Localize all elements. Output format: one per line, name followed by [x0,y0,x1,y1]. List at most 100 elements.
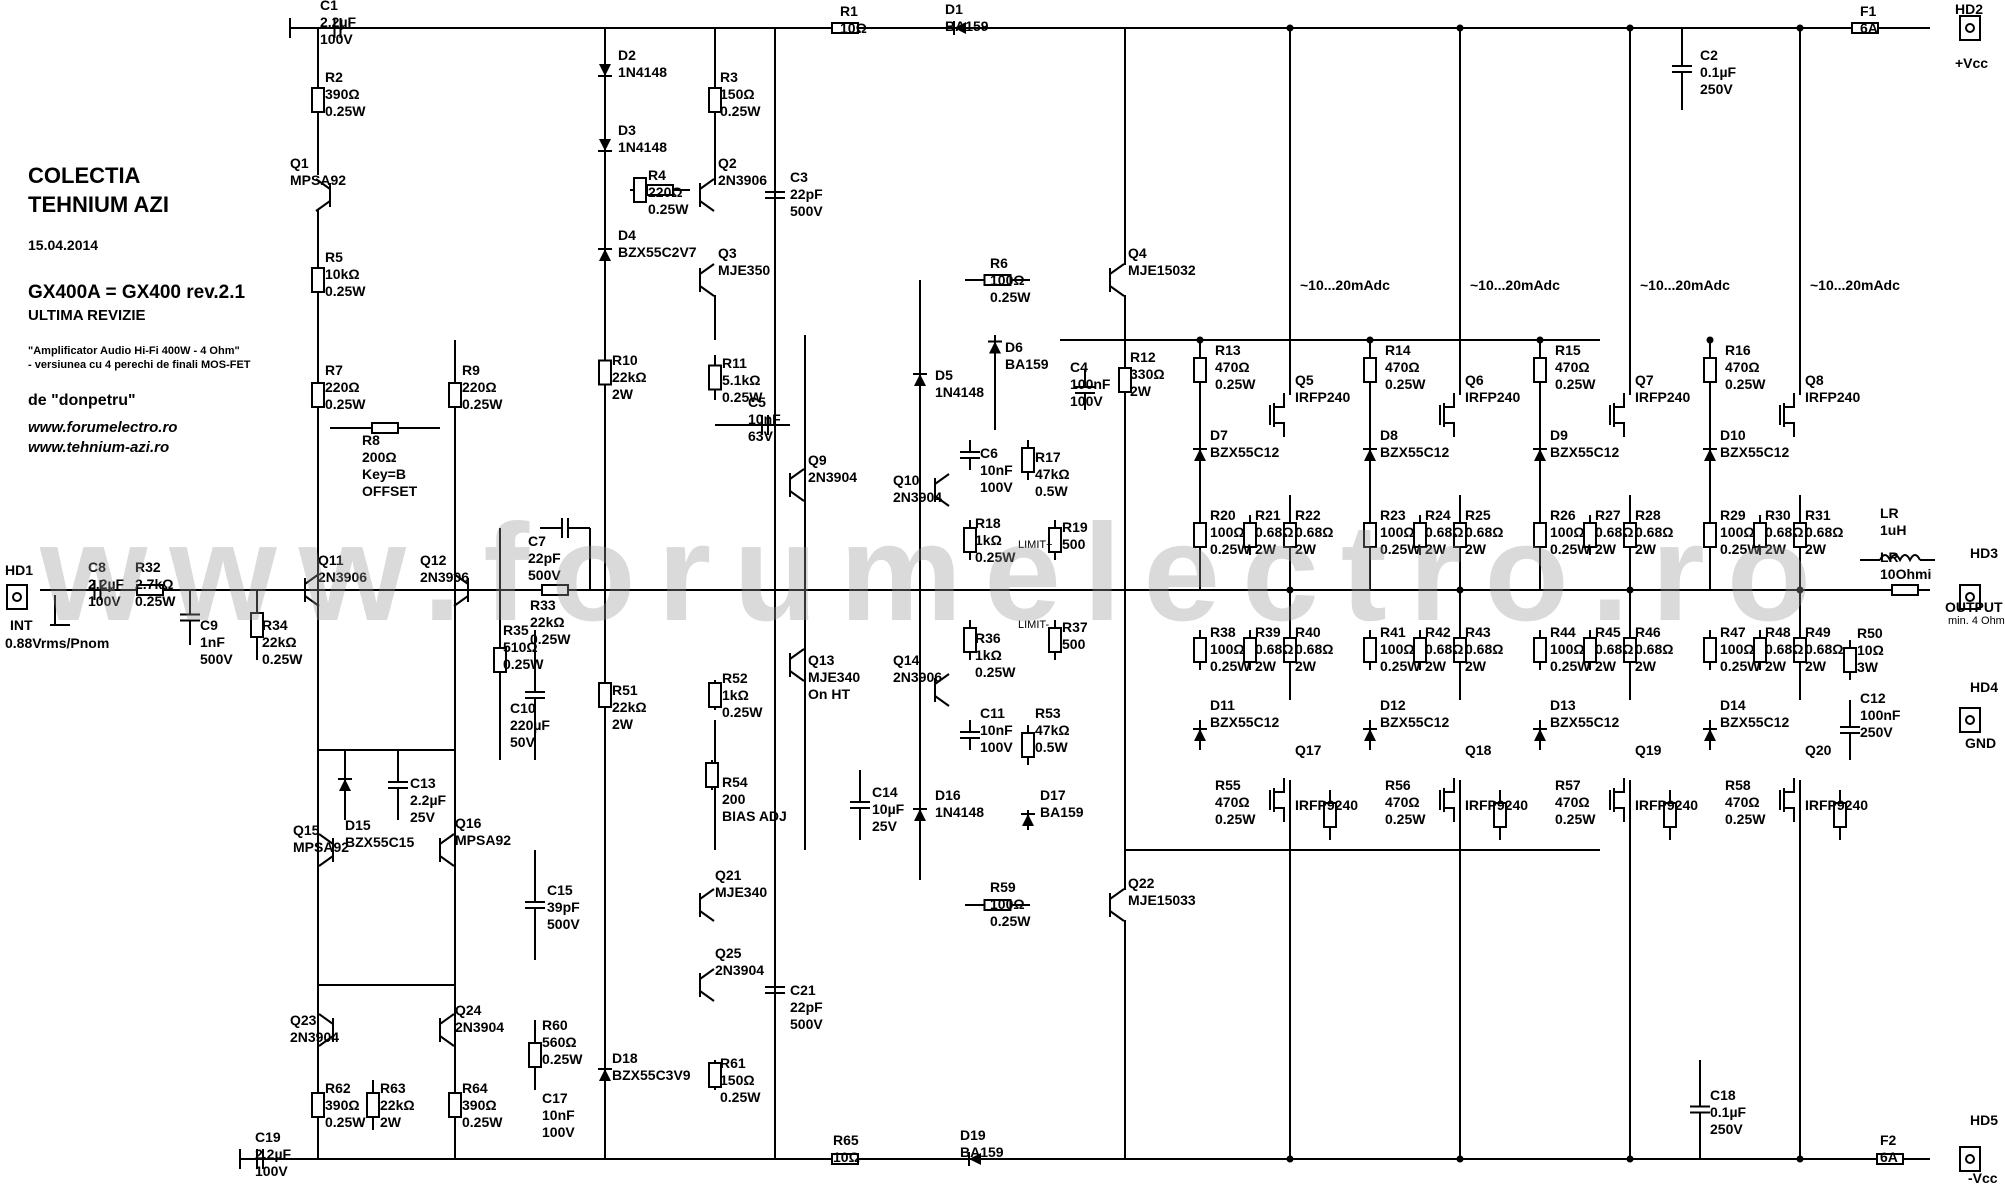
source-resistor-bottom-label: 2W [1255,658,1277,674]
gate-resistor-top-label: 0.25W [1725,376,1766,392]
zener-bottom-label: D13 [1550,697,1576,713]
resistor-body [963,627,977,653]
resistor-body [1193,637,1207,663]
r53-label: 47kΩ [1035,722,1070,738]
r63-label: 22kΩ [380,1097,415,1113]
r1-label: 10Ω [840,20,867,36]
hd3-note: min. 4 Ohm [1948,615,2005,627]
junction-dot [1536,336,1544,344]
c8-label: 2.2µF [88,576,125,592]
source-resistor-top-label: 0.68Ω [1805,524,1843,540]
resistor-body [1363,637,1377,663]
r51-label: 2W [612,716,634,732]
wire [1274,778,1285,793]
gate-source-resistor-bottom-label: 100Ω [1210,641,1245,657]
resistor-body [1363,522,1377,548]
gate-resistor-top-label: 470Ω [1385,359,1420,375]
r5-label: R5 [325,249,343,265]
revision-note: ULTIMA REVIZIE [28,307,146,324]
r17-label: 0.5W [1035,483,1068,499]
d16-label: 1N4148 [935,804,984,820]
c15-label: 39pF [547,899,580,915]
resistor-body [646,184,674,196]
gate-source-resistor-bottom-label: 0.25W [1720,658,1761,674]
r36-label: 0.25W [975,664,1016,680]
d15-label: D15 [345,817,371,833]
r64-label: 0.25W [462,1114,503,1130]
r61-label: 150Ω [720,1072,755,1088]
r19-label: 500 [1062,536,1086,552]
r65-label: 10Ω [833,1149,860,1165]
r50-label: 3W [1857,659,1879,675]
r9-label: R9 [462,362,480,378]
resistor-body [963,527,977,553]
wire [1444,807,1455,822]
hd1-level: 0.88Vrms/Pnom [5,635,109,651]
source-resistor-bottom-label: R40 [1295,624,1321,640]
c1-label: 100V [320,31,353,47]
r10-label: 22kΩ [612,369,647,385]
gate-source-resistor-top-label: R26 [1550,507,1576,523]
gate-source-resistor-bottom-label: 0.25W [1380,658,1421,674]
r63-label: 2W [380,1114,402,1130]
c14-label: C14 [872,784,898,800]
r5-label: 10kΩ [325,266,360,282]
r50-label: 10Ω [1857,642,1884,658]
c8-label: C8 [88,559,106,575]
q16-label: MPSA92 [455,832,511,848]
source-resistor-bottom-label: 2W [1595,658,1617,674]
source-resistor-top-label: 0.68Ω [1465,524,1503,540]
bias-current-note: ~10...20mAdc [1300,277,1390,293]
bias-current-note: ~10...20mAdc [1470,277,1560,293]
q1-label: Q1 [290,155,309,171]
mosfet-n-label: IRFP240 [1635,389,1690,405]
junction-dot [1456,1155,1464,1163]
c19-label: 100V [255,1163,288,1179]
mosfet-p-label: IRFP9240 [1805,797,1868,813]
wire [934,695,950,707]
resistor-body [1363,357,1377,383]
resistor-body [1413,637,1427,663]
resistor-body [1243,522,1257,548]
resistor-body [633,177,647,203]
diode-body [954,22,966,34]
resistor-body [1533,637,1547,663]
q13-label: On HT [808,686,850,702]
c7-label: C7 [528,533,546,549]
schematic-wires [40,27,1935,1160]
resistor-body [1021,732,1035,758]
source-resistor-bottom-label: R48 [1765,624,1791,640]
source-resistor-bottom-label: 2W [1425,658,1447,674]
r12-label: 2W [1130,383,1152,399]
description-line-2: - versiunea cu 4 perechi de finali MOS-F… [28,359,251,371]
c13-label: 2.2µF [410,792,447,808]
r34-label: 22kΩ [262,634,297,650]
resistor-body [1703,522,1717,548]
resistor-body [1413,522,1427,548]
f1-label: 6A [1860,20,1878,36]
resistor-body [1048,627,1062,653]
r62-label: 0.25W [325,1114,366,1130]
r63-label: R63 [380,1080,406,1096]
hd3-label: HD3 [1970,545,1998,561]
wire [789,490,805,502]
gate-source-resistor-bottom-label: 100Ω [1380,641,1415,657]
source-resistor-bottom-label: 0.68Ω [1465,641,1503,657]
r61-label: 0.25W [720,1089,761,1105]
resistor-body [311,87,325,113]
wire [304,595,320,607]
gate-source-resistor-top-label: 0.25W [1550,541,1591,557]
c12-label: C12 [1860,690,1886,706]
r37-label: 500 [1062,636,1086,652]
q11-label: Q11 [318,552,344,568]
r52-label: 1kΩ [722,687,749,703]
lr-label: LR [1880,505,1899,521]
r3-label: 150Ω [720,86,755,102]
zener-bottom-label: BZX55C12 [1380,714,1449,730]
wire [318,1013,334,1025]
gate-source-resistor-bottom-label: R47 [1720,624,1746,640]
source-resistor-top-label: 0.68Ω [1635,524,1673,540]
resistor-body [1833,802,1847,828]
